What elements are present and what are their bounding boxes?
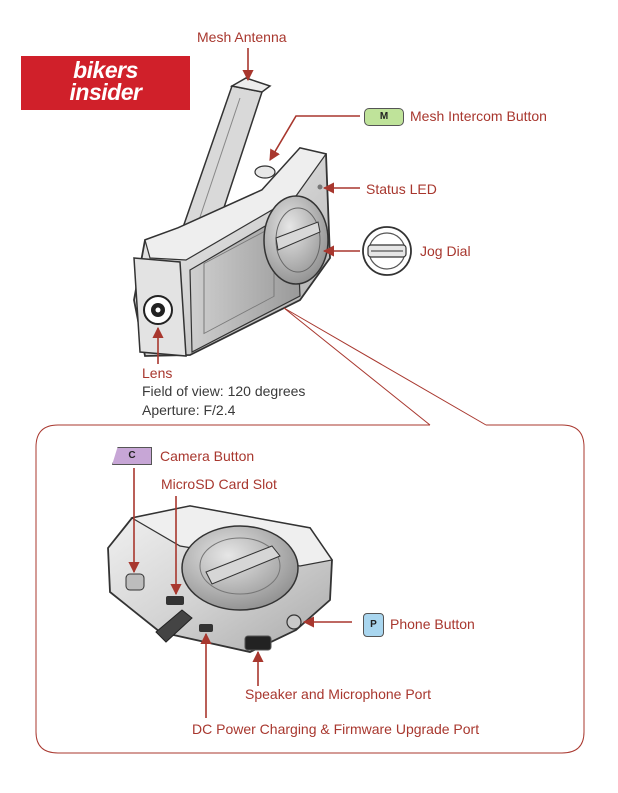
jog-dial-icon xyxy=(362,226,412,276)
label-dc-power-port: DC Power Charging & Firmware Upgrade Por… xyxy=(192,721,480,737)
speaker-port-shape xyxy=(244,635,272,651)
top-device xyxy=(133,77,331,357)
detail-frame xyxy=(35,424,585,754)
phone-button-shape xyxy=(286,614,302,630)
mesh-badge: M xyxy=(364,108,404,126)
logo-text: bikers insider xyxy=(21,57,190,105)
lens-aperture: Aperture: F/2.4 xyxy=(142,402,236,418)
label-jog-dial: Jog Dial xyxy=(420,243,471,259)
label-lens: Lens xyxy=(142,365,173,381)
bikersinsider-logo: bikers insider xyxy=(21,56,190,110)
label-microsd-slot: MicroSD Card Slot xyxy=(161,476,277,492)
camera-button-shape xyxy=(125,573,145,591)
phone-badge: P xyxy=(363,613,384,637)
microsd-slot-shape xyxy=(166,596,184,605)
lens-field-of-view: Field of view: 120 degrees xyxy=(142,383,306,399)
label-mesh-antenna: Mesh Antenna xyxy=(197,29,287,45)
label-status-led: Status LED xyxy=(366,181,437,197)
bottom-device xyxy=(107,505,334,653)
logo-line-2: insider xyxy=(69,79,142,105)
status-led-shape xyxy=(317,184,323,190)
leader-lines xyxy=(128,48,360,718)
camera-badge: C xyxy=(112,447,152,465)
dc-port-shape xyxy=(199,624,213,632)
mesh-button-shape xyxy=(254,165,276,179)
label-mesh-intercom-button: Mesh Intercom Button xyxy=(410,108,547,124)
label-speaker-mic-port: Speaker and Microphone Port xyxy=(245,686,431,702)
logo-line-1: bikers xyxy=(73,57,138,83)
label-phone-button: Phone Button xyxy=(390,616,475,632)
label-camera-button: Camera Button xyxy=(160,448,255,464)
